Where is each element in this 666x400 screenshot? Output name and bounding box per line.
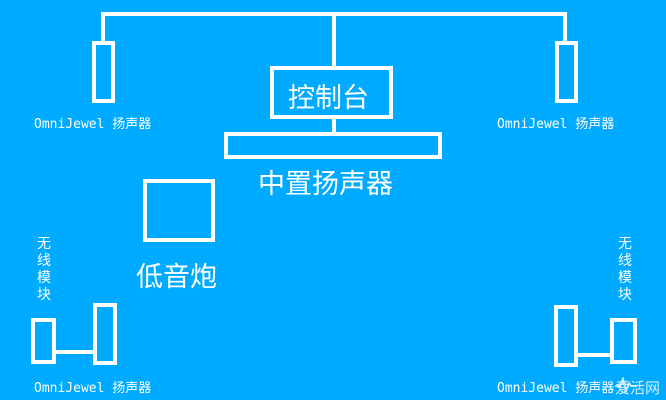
- rear-right-speaker-label: OmniJewel 扬声器: [497, 381, 615, 396]
- rear-right-speaker-box: [554, 305, 578, 367]
- console-label: 控制台: [288, 83, 369, 114]
- console-box: [270, 66, 393, 119]
- heartbeat-icon: [614, 377, 637, 393]
- watermark: 爱活网: [614, 377, 660, 398]
- wireless-module-left-box: [31, 318, 56, 364]
- front-left-speaker-label: OmniJewel 扬声器: [34, 117, 152, 132]
- center-speaker-box: [224, 132, 442, 159]
- rear-left-speaker-box: [93, 303, 117, 365]
- front-right-speaker-box: [555, 41, 578, 103]
- subwoofer-label: 低音炮: [136, 262, 217, 293]
- front-right-speaker-label: OmniJewel 扬声器: [497, 117, 615, 132]
- wireless-module-right-label: 无线模块: [618, 236, 632, 303]
- center-speaker-label: 中置扬声器: [258, 169, 393, 200]
- subwoofer-box: [143, 179, 215, 242]
- wireless-module-left-label: 无线模块: [37, 236, 51, 303]
- rear-left-speaker-label: OmniJewel 扬声器: [34, 381, 152, 396]
- front-left-speaker-box: [92, 41, 115, 103]
- wireless-module-right-box: [610, 318, 637, 364]
